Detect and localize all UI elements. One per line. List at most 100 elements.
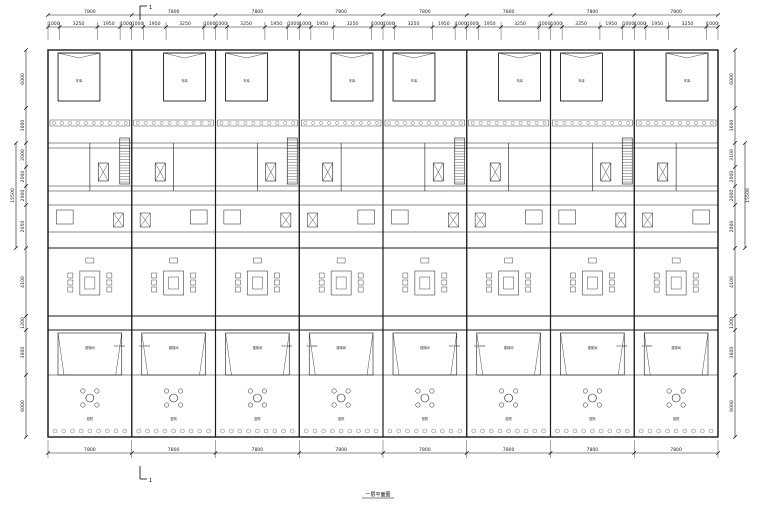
armchair [235,279,241,286]
shrub-symbol [351,121,355,125]
shrub-symbol [87,428,93,434]
shrub-symbol [602,121,607,125]
coffee-table [419,276,431,290]
shrub-symbol [387,428,393,434]
coffee-table [84,276,96,290]
planter-strip [384,119,465,127]
garden-table [420,393,430,403]
armchair [402,279,409,286]
dimension-label: 7800 [503,9,515,15]
shrub-symbol [235,121,240,125]
room-label-garage: 车库 [181,78,188,83]
elevator-box [113,212,124,228]
armchair [318,286,325,293]
elevator-box [642,212,653,228]
sofa-set [498,270,519,296]
dimension-label: 7800 [84,9,96,15]
dimension-tick [732,434,738,440]
shrub-symbol [171,428,176,434]
dimension-label: 7800 [84,447,96,453]
dimension-label: 7800 [587,9,599,15]
shrub-symbol [167,121,172,125]
dimension-tick [380,12,386,18]
shrub-symbol [275,121,280,125]
terrace [476,332,541,376]
dimension-tick [23,434,29,440]
terrace-edge [57,332,65,376]
dimension-label: 1950 [605,21,617,27]
shrub-symbol [486,121,491,125]
shrub-symbol [356,428,361,434]
shrub-symbol [145,428,150,434]
armchair [357,272,364,279]
dimension-label: 6000 [729,73,735,85]
shrub-symbol [343,121,347,125]
armchair [486,272,492,279]
dimension-label: 3600 [729,347,735,359]
roof-line [78,52,100,59]
dimension-label: 7800 [419,447,431,453]
shrub-symbol [136,428,141,434]
dimension-label: 6000 [20,73,26,85]
shrub-symbol [694,121,698,125]
roof-line [560,52,582,59]
shrub-symbol [494,121,499,125]
coffee-table [168,276,179,290]
dimension-label: 1950 [438,21,450,27]
shrub-symbol [183,121,188,125]
garden-chair [247,388,253,394]
shrub-symbol [359,121,363,125]
armchair [106,272,113,279]
shrub-symbol [188,428,194,434]
garden-chair [680,388,686,394]
shrub-symbol [626,121,631,125]
dimension-label: 1950 [103,21,115,27]
shrub-symbol [534,121,539,125]
shrub-symbol [702,121,706,125]
left-dimension-chain: 6000360020002000200020504100120036006000… [10,47,29,440]
dimension-label: 1000 [48,21,60,27]
shrub-symbol [682,428,688,434]
garden-chair [345,402,351,408]
garden-chair [680,402,686,408]
bath-fixture [525,209,543,225]
dimension-tick [548,12,553,18]
armchair [190,279,196,286]
armchair [274,286,280,293]
planter-strip [49,119,130,127]
tv-cabinet [671,257,681,264]
garden-chair [429,402,435,408]
dimension-label: 1000 [204,21,216,27]
dimension-label: 1950 [149,21,161,27]
roof-line [58,52,80,59]
shrub-symbol [506,428,511,434]
dimension-tick [23,202,29,208]
shrub-symbol [304,428,309,434]
shaft [154,162,166,182]
shrub-symbol [443,121,447,125]
shrub-symbol [327,121,331,125]
shrub-symbol [686,121,690,125]
dimension-tick [732,202,738,208]
shrub-symbol [375,121,379,125]
bath-fixture [223,209,241,225]
shrub-symbol [207,121,212,125]
shrub-symbol [180,428,185,434]
section-mark-label-top: 1 [149,5,152,11]
shrub-symbol [259,121,264,125]
garden-table [336,393,346,403]
armchair [441,279,448,286]
shrub-symbol [206,428,211,434]
room-label-terrace: 楼梯间 [588,345,598,350]
garden-chair [80,388,86,394]
dimension-tick [45,12,51,18]
dimension-label: 3250 [575,21,587,27]
dimension-tick [715,12,721,18]
dimension-tick [23,105,29,111]
room-label-garage: 车库 [578,78,585,83]
armchair [357,279,364,286]
elevator-box [448,212,459,228]
sofa-set [247,270,268,296]
dimension-label: 3250 [514,21,526,27]
